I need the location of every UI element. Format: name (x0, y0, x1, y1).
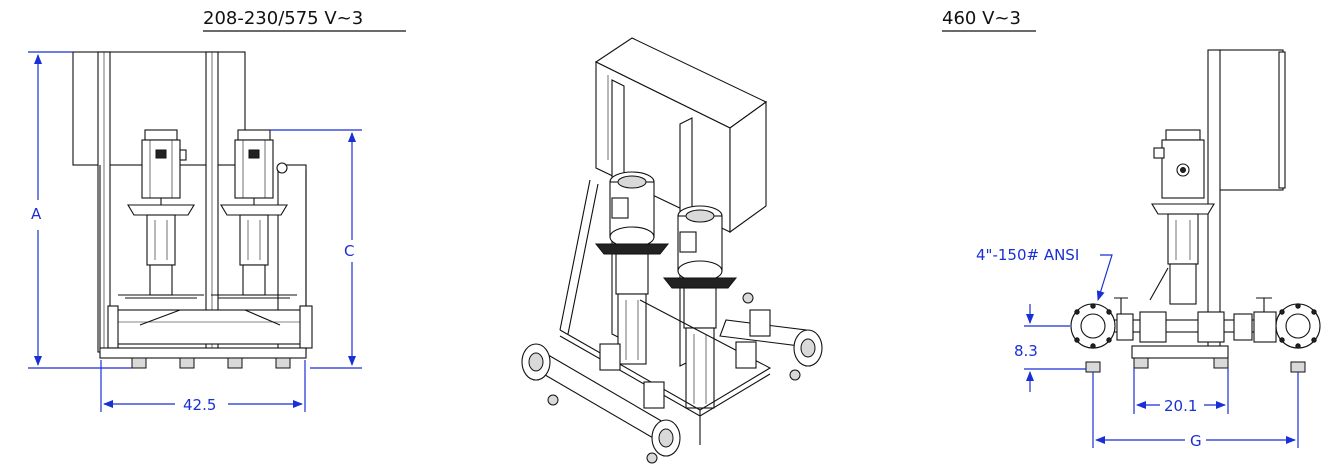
pump-a-iso (594, 171, 670, 365)
dim-a-label: A (31, 205, 42, 223)
dimension-8-3: 8.3 (1014, 304, 1086, 392)
dim-c-label: C (344, 242, 354, 260)
dimension-g: G (1092, 372, 1299, 450)
pump-b-iso (662, 205, 738, 409)
front-view (72, 51, 313, 369)
pump-1-front (118, 129, 204, 299)
header-right-text: 460 V~3 (942, 8, 1021, 29)
dimension-c: C (270, 129, 362, 369)
pump-2-front (211, 129, 297, 299)
header-right: 460 V~3 (942, 8, 1036, 32)
dim-width-label: 42.5 (183, 396, 216, 414)
flange-callout: 4"-150# ANSI (976, 246, 1113, 301)
flange-callout-text: 4"-150# ANSI (976, 246, 1079, 264)
isometric-view (521, 37, 823, 464)
dimension-width: 42.5 (100, 360, 306, 414)
dim-g-label: G (1190, 432, 1202, 450)
side-view (1070, 49, 1321, 373)
header-left: 208-230/575 V~3 (203, 8, 406, 32)
pump-side (1149, 129, 1215, 305)
header-left-text: 208-230/575 V~3 (203, 8, 363, 29)
dim-20-1-label: 20.1 (1164, 397, 1197, 415)
dim-8-3-label: 8.3 (1014, 342, 1038, 360)
dimension-a: A (28, 51, 132, 369)
dimension-20-1: 20.1 (1133, 368, 1229, 415)
